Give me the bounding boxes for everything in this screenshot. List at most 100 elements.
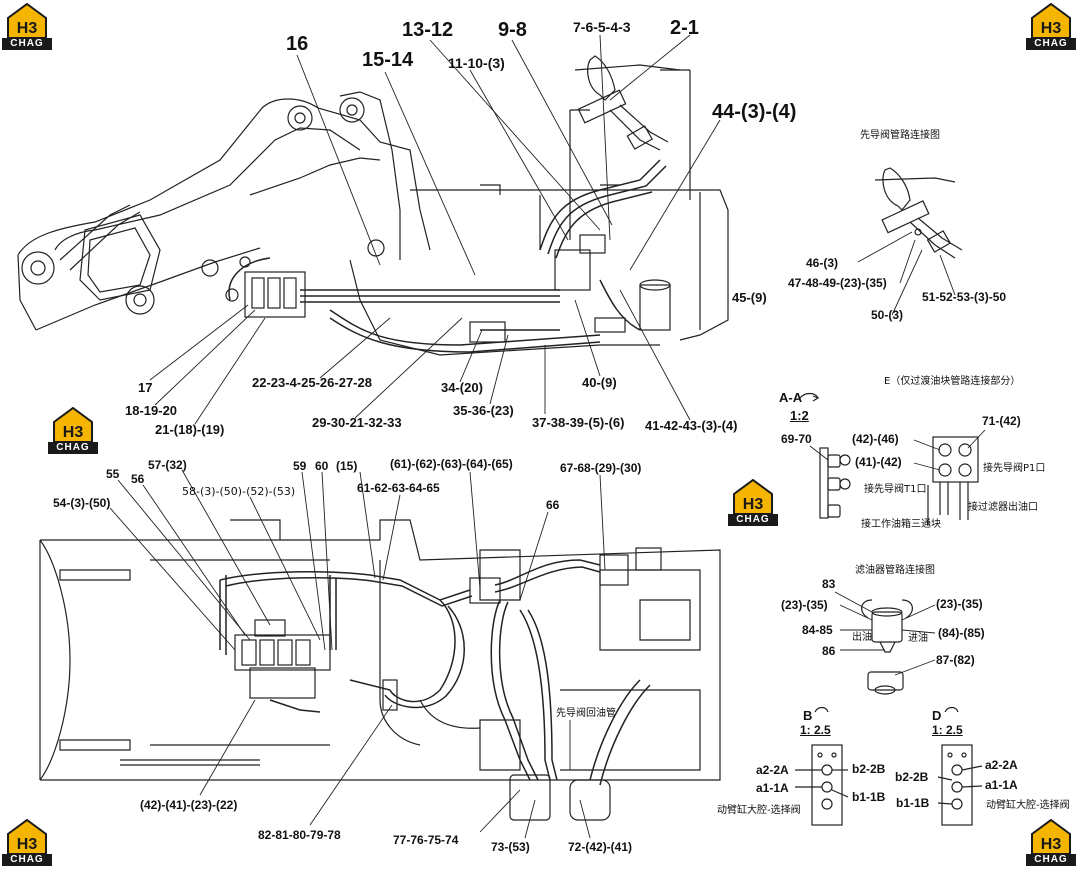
callout-label: 50-(3) — [871, 308, 904, 322]
callout-label: 56 — [131, 472, 145, 486]
callout-label: 21-(18)-(19) — [155, 422, 225, 437]
svg-text:H3: H3 — [743, 496, 764, 513]
brand-logo-mid-right: H3 CHAG — [728, 478, 778, 526]
filter-in-label: 进油 — [908, 633, 928, 644]
house-h3-icon: H3 — [733, 478, 773, 514]
callout-label: 61-62-63-64-65 — [357, 481, 440, 495]
house-h3-icon: H3 — [1031, 818, 1071, 854]
view-d-label: D — [932, 708, 942, 723]
callout-label: (42)-(46) — [852, 432, 899, 446]
svg-text:H3: H3 — [1041, 836, 1062, 853]
port-label: a1-1A — [985, 778, 1018, 792]
callout-label: 9-8 — [498, 19, 527, 41]
brand-logo-mid-left: H3 CHAG — [48, 406, 98, 454]
house-h3-icon: H3 — [7, 818, 47, 854]
view-b-drawing — [795, 706, 849, 826]
brand-logo-text: CHAG — [2, 854, 52, 866]
svg-text:H3: H3 — [17, 836, 38, 853]
callout-label: 37-38-39-(5)-(6) — [532, 415, 625, 430]
callout-label: 77-76-75-74 — [393, 833, 459, 847]
section-scale: 1:2 — [790, 408, 809, 423]
svg-text:H3: H3 — [17, 20, 38, 37]
upper-leaders — [149, 34, 721, 425]
filter-detail-drawing — [834, 591, 936, 695]
lower-valve-assembly — [234, 547, 662, 821]
callout-label: 83 — [822, 577, 836, 591]
brand-logo-text: CHAG — [48, 442, 98, 454]
filter-detail-title: 滤油器管路连接图 — [855, 565, 935, 576]
brand-logo-text: CHAG — [2, 38, 52, 50]
callout-label: 72-(42)-(41) — [568, 840, 633, 854]
callout-label: 13-12 — [402, 19, 454, 41]
return-line-note: 先导阀回油管 — [556, 708, 616, 719]
view-b-label: B — [803, 708, 813, 723]
callout-label: 66 — [546, 498, 560, 512]
view-b-scale: 1: 2.5 — [800, 723, 831, 737]
callout-label: (23)-(35) — [936, 597, 983, 611]
callout-label: (15) — [336, 459, 358, 473]
callout-label: 15-14 — [362, 49, 414, 71]
port-label: b2-2B — [895, 770, 929, 784]
brand-logo-top-left: H3 CHAG — [2, 2, 52, 50]
callout-label: 16 — [286, 33, 309, 55]
callout-label: 87-(82) — [936, 653, 975, 667]
callout-label: 73-(53) — [491, 840, 530, 854]
brand-logo-text: CHAG — [1026, 38, 1076, 50]
callout-label: 84-85 — [802, 623, 833, 637]
section-e-drawing — [799, 392, 986, 525]
port-note: 接过滤器出油口 — [968, 502, 1038, 513]
callout-label: 41-42-43-(3)-(4) — [645, 418, 738, 433]
callout-label: 44-(3)-(4) — [712, 101, 797, 123]
callout-label: 57-(32) — [148, 458, 187, 472]
callout-label: 22-23-4-25-26-27-28 — [252, 375, 372, 390]
callout-label: 82-81-80-79-78 — [258, 828, 341, 842]
view-d-drawing — [937, 706, 983, 826]
callout-label: 67-68-(29)-(30) — [560, 461, 642, 475]
port-label: a2-2A — [985, 758, 1018, 772]
callout-label: 71-(42) — [982, 414, 1021, 428]
brand-logo-text: CHAG — [728, 514, 778, 526]
view-b-caption: 动臂缸大腔-选择阀 — [717, 805, 801, 816]
callout-label: 69-70 — [781, 432, 812, 446]
upper-valve-assembly — [225, 234, 671, 343]
upper-boom-outline — [17, 91, 431, 331]
svg-text:H3: H3 — [1041, 20, 1062, 37]
port-label: a2-2A — [756, 763, 789, 777]
callout-label: 45-(9) — [732, 290, 767, 305]
callout-label: (42)-(41)-(23)-(22) — [140, 798, 238, 812]
callout-label: 59 — [293, 459, 307, 473]
port-note: 接先导阀P1口 — [983, 463, 1046, 474]
callout-label: 18-19-20 — [125, 403, 178, 418]
view-d-caption: 动臂缸大腔-选择阀 — [986, 800, 1070, 811]
section-e-title: E（仅过渡油块管路连接部分） — [884, 376, 1021, 387]
callout-label: 46-(3) — [806, 256, 839, 270]
upper-frame-outline — [349, 69, 729, 356]
port-label: b1-1B — [852, 790, 886, 804]
filter-out-label: 出油 — [852, 632, 872, 643]
callout-label: (41)-(42) — [855, 455, 902, 469]
section-label: A-A — [779, 390, 803, 405]
callout-label: 60 — [315, 459, 329, 473]
callout-label: 40-(9) — [582, 375, 617, 390]
callout-label: 51-52-53-(3)-50 — [922, 290, 1007, 304]
callout-label: 2-1 — [670, 17, 699, 39]
port-label: b2-2B — [852, 762, 886, 776]
callout-label: (84)-(85) — [938, 626, 985, 640]
callout-label: 17 — [138, 380, 153, 395]
svg-text:H3: H3 — [63, 424, 84, 441]
brand-logo-top-right: H3 CHAG — [1026, 2, 1076, 50]
lower-leaders — [109, 469, 606, 839]
callout-label: 34-(20) — [441, 380, 483, 395]
port-label: a1-1A — [756, 781, 789, 795]
callout-label: 35-36-(23) — [453, 403, 514, 418]
upper-joystick — [574, 55, 681, 151]
callout-label: 55 — [106, 467, 120, 481]
pilot-detail-drawing — [857, 167, 963, 316]
callout-label: 11-10-(3) — [448, 55, 505, 71]
brand-logo-bottom-left: H3 CHAG — [2, 818, 52, 866]
callout-label: (23)-(35) — [781, 598, 828, 612]
port-label: b1-1B — [896, 796, 930, 810]
callout-label: 7-6-5-4-3 — [573, 19, 631, 35]
upper-hydraulic-lines — [228, 159, 667, 353]
